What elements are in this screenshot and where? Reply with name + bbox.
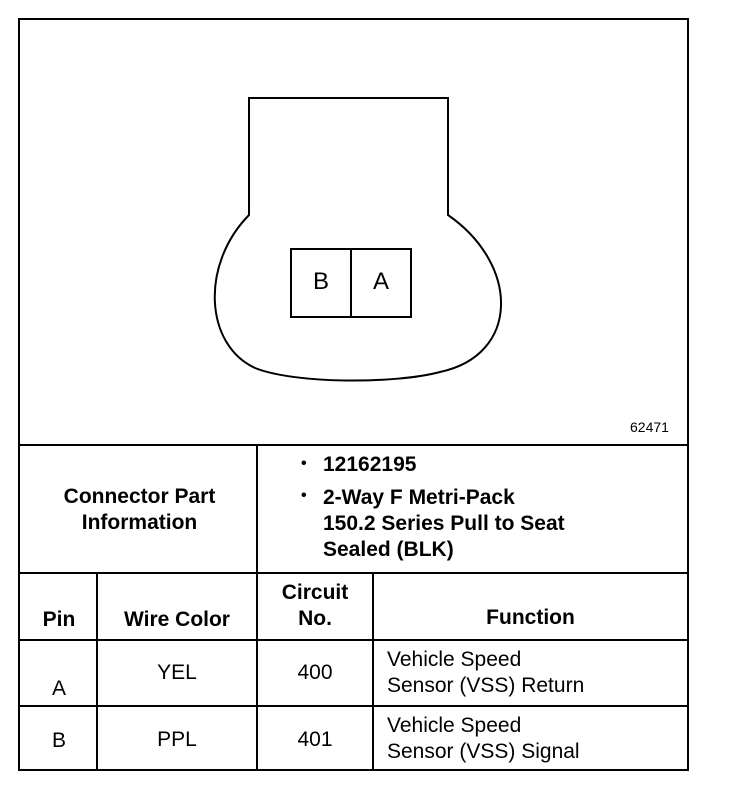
row-a-function-line1: Vehicle Speed — [387, 648, 522, 671]
row-b-circuit: 401 — [297, 728, 333, 751]
row-a-function-line2: Sensor (VSS) Return — [387, 674, 585, 697]
header-wire-color: Wire Color — [124, 608, 230, 631]
row-a-pin: A — [51, 677, 66, 700]
cavity-b-label: B — [312, 268, 329, 295]
row-b-function-line1: Vehicle Speed — [387, 714, 522, 737]
row-b-function-line2: Sensor (VSS) Signal — [387, 740, 580, 763]
figure-id: 62471 — [630, 419, 669, 435]
part-number: 12162195 — [323, 453, 417, 476]
connector-body-outline — [213, 97, 502, 382]
row-b-pin: B — [51, 729, 66, 752]
header-pin: Pin — [42, 608, 76, 631]
header-circuit-line2: No. — [298, 607, 332, 630]
part-description-line2: 150.2 Series Pull to Seat — [323, 512, 565, 535]
part-info-heading-line2: Information — [81, 511, 198, 534]
part-info-heading-line1: Connector Part — [63, 485, 216, 508]
outer-frame — [18, 18, 689, 771]
cavity-a — [350, 248, 412, 318]
part-description-line1: 2-Way F Metri-Pack — [323, 486, 515, 509]
row-a-circuit: 400 — [297, 661, 333, 684]
row-a-wire-color: YEL — [157, 661, 197, 684]
header-function: Function — [486, 606, 575, 629]
header-circuit-line1: Circuit — [281, 581, 349, 604]
bullet-icon: • — [301, 487, 307, 504]
cavity-a-label: A — [372, 268, 389, 295]
part-description-line3: Sealed (BLK) — [323, 538, 454, 561]
bullet-icon: • — [301, 455, 307, 472]
row-b-wire-color: PPL — [157, 728, 197, 751]
